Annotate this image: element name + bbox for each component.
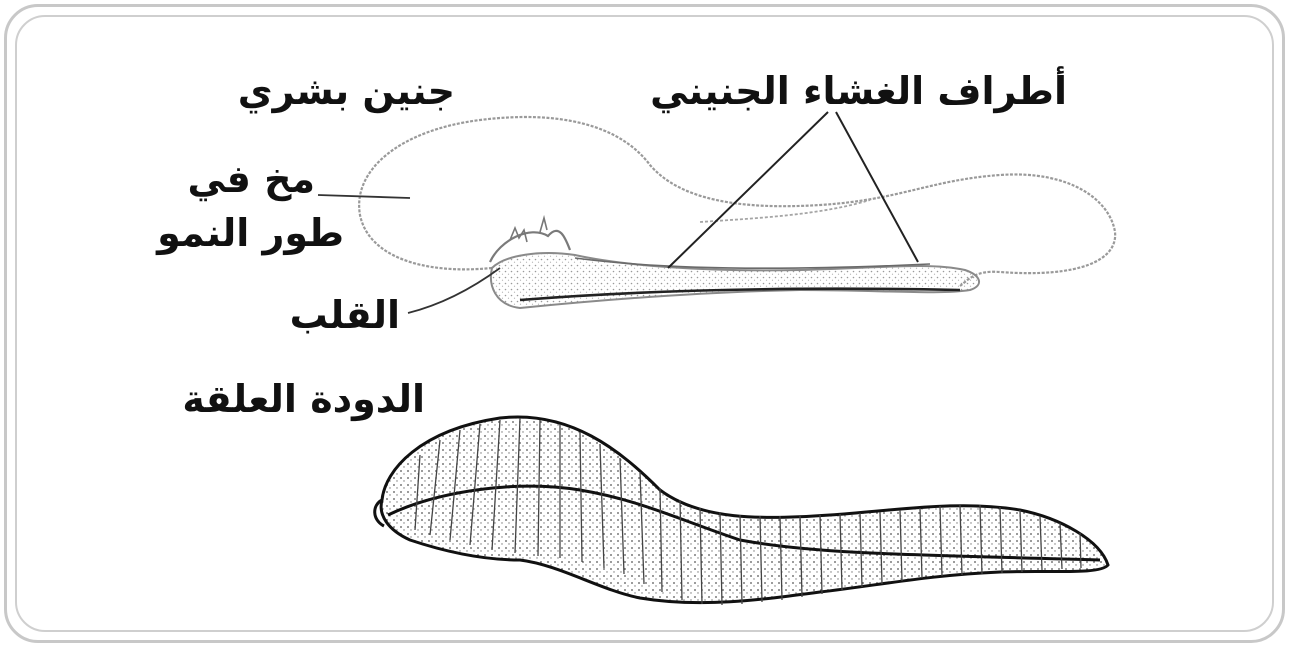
human-embryo-drawing xyxy=(359,117,1115,308)
developing-brain-label-line1: مخ في xyxy=(188,160,315,198)
leech-drawing xyxy=(375,417,1108,605)
heart-label: القلب xyxy=(290,296,400,334)
heart-leader-line xyxy=(408,268,500,313)
membrane-leader-line-left xyxy=(668,112,828,268)
embryonic-disc xyxy=(491,253,979,308)
human-embryo-label: جنين بشري xyxy=(238,72,455,110)
brain-leader-line xyxy=(318,195,410,198)
developing-brain-label-line2: طور النمو xyxy=(157,214,344,252)
membrane-edges-label: أطراف الغشاء الجنيني xyxy=(650,72,1067,110)
heart-spikes xyxy=(510,218,547,242)
leech-body xyxy=(381,417,1108,603)
membrane-leader-line-right xyxy=(836,112,918,262)
leech-label: الدودة العلقة xyxy=(182,380,425,418)
